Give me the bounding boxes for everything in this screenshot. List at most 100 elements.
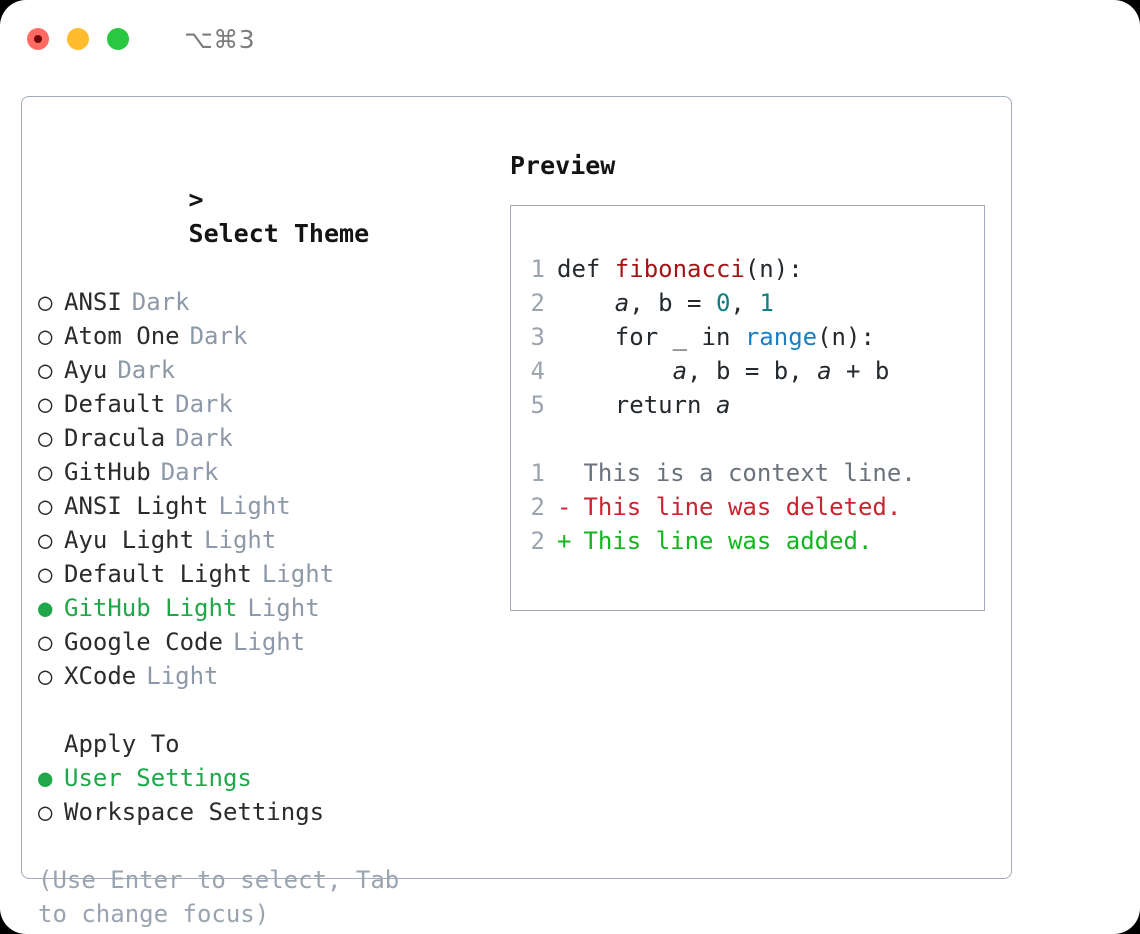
diff-text: This line was added. [569, 527, 873, 555]
theme-option-github[interactable]: ○ GitHub Dark [38, 455, 490, 489]
line-number: 1 [530, 459, 545, 487]
code-line: 3 for _ in range(n): [529, 320, 984, 354]
line-number: 2 [530, 493, 545, 521]
apply-to-option-user-settings[interactable]: ● User Settings [38, 761, 490, 795]
theme-variant-badge: Dark [117, 356, 176, 384]
diff-text: This is a context line. [569, 459, 916, 487]
radio-unselected-icon: ○ [38, 628, 53, 656]
code-token-plain: , b = b, [687, 357, 818, 385]
preview-title: Preview [510, 151, 616, 180]
title-bar: ⌥⌘3 [0, 0, 1140, 78]
radio-unselected-icon: ○ [38, 526, 53, 554]
code-token-plain [557, 357, 673, 385]
keyboard-hint: (Use Enter to select, Tab to change focu… [38, 866, 414, 928]
code-token-var: a [817, 357, 832, 385]
radio-unselected-icon: ○ [38, 560, 53, 588]
code-token-plain: return [557, 391, 716, 419]
code-token-plain: , [730, 289, 760, 317]
radio-unselected-icon: ○ [38, 322, 53, 350]
apply-to-option-label: Workspace Settings [64, 798, 325, 826]
theme-option-ayu[interactable]: ○ Ayu Dark [38, 353, 490, 387]
radio-unselected-icon: ○ [38, 288, 53, 316]
code-token-plain [557, 289, 615, 317]
theme-option-label: ANSI [64, 288, 122, 316]
theme-option-label: Dracula [64, 424, 166, 452]
diff-marker [557, 456, 569, 490]
line-number: 3 [530, 323, 545, 351]
theme-option-label: Ayu Light [64, 526, 195, 554]
apply-to-title: Apply To [64, 730, 180, 758]
diff-sample: 1 This is a context line.2- This line wa… [529, 456, 984, 558]
line-number: 2 [530, 289, 545, 317]
line-number: 4 [530, 357, 545, 385]
code-token-plain: (n): [744, 255, 803, 283]
theme-option-label: Default Light [64, 560, 252, 588]
maximize-button[interactable] [107, 28, 129, 50]
theme-variant-badge: Dark [160, 458, 219, 486]
theme-option-label: Ayu [64, 356, 108, 384]
line-number: 2 [530, 527, 545, 555]
code-token-plain: , b = [629, 289, 716, 317]
code-token-var: a [715, 391, 731, 419]
code-line: 5 return a [529, 388, 984, 422]
code-token-var: a [614, 289, 630, 317]
code-token-func: fibonacci [614, 255, 745, 283]
theme-option-ansi-light[interactable]: ○ ANSI Light Light [38, 489, 490, 523]
code-token-plain: + b [831, 357, 890, 385]
theme-option-atom-one[interactable]: ○ Atom One Dark [38, 319, 490, 353]
radio-unselected-icon: ○ [38, 458, 53, 486]
theme-variant-badge: Light [204, 526, 277, 554]
radio-unselected-icon: ○ [38, 798, 53, 826]
theme-option-label: ANSI Light [64, 492, 209, 520]
apply-to-list: ● User Settings ○ Workspace Settings [38, 761, 490, 829]
theme-variant-badge: Light [247, 594, 320, 622]
code-line: 2 a, b = 0, 1 [529, 286, 984, 320]
keyboard-shortcut-label: ⌥⌘3 [184, 24, 256, 54]
apply-to-option-workspace-settings[interactable]: ○ Workspace Settings [38, 795, 490, 829]
page-title: > Select Theme [38, 149, 490, 285]
theme-variant-badge: Dark [189, 322, 248, 350]
close-button[interactable] [27, 28, 49, 50]
theme-variant-badge: Light [261, 560, 335, 588]
theme-option-ayu-light[interactable]: ○ Ayu Light Light [38, 523, 490, 557]
line-number: 1 [530, 255, 545, 283]
code-token-plain: def [557, 255, 615, 283]
apply-to-option-label: User Settings [64, 764, 252, 792]
theme-option-default-light[interactable]: ○ Default Light Light [38, 557, 490, 591]
diff-line-del: 2- This line was deleted. [529, 490, 984, 524]
diff-marker: + [557, 527, 572, 555]
diff-line-ctx: 1 This is a context line. [529, 456, 984, 490]
theme-variant-badge: Light [146, 662, 219, 690]
code-token-var: a [672, 357, 688, 385]
theme-option-label: Default [64, 390, 166, 418]
radio-unselected-icon: ○ [38, 356, 53, 384]
radio-selected-icon: ● [38, 764, 53, 792]
radio-unselected-icon: ○ [38, 390, 53, 418]
minimize-button[interactable] [67, 28, 89, 50]
theme-variant-badge: Light [218, 492, 291, 520]
radio-unselected-icon: ○ [38, 492, 53, 520]
diff-marker: - [557, 493, 572, 521]
code-line: 4 a, b = b, a + b [529, 354, 984, 388]
theme-option-label: GitHub [64, 458, 151, 486]
code-line: 1 def fibonacci(n): [529, 252, 984, 286]
caret-icon: > [188, 185, 204, 214]
section-title-label: Select Theme [188, 219, 370, 248]
theme-option-label: Atom One [64, 322, 180, 350]
radio-unselected-icon: ○ [38, 424, 53, 452]
radio-selected-icon: ● [38, 594, 53, 622]
theme-option-label: Google Code [64, 628, 223, 656]
